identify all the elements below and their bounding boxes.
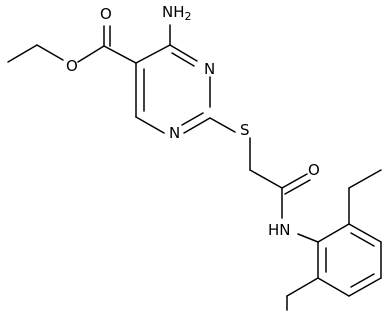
- bond-ar-c5-c6: [317, 277, 350, 297]
- svg-text:NH2: NH2: [162, 3, 192, 23]
- atom-label-ester-carbonyl-o: O: [100, 5, 112, 23]
- thioacetamide-linker: [209, 117, 319, 243]
- bond-ring-c2-n1-inner: [181, 112, 204, 126]
- bond-ar-c4-c5: [348, 277, 382, 297]
- bond-ring-c2-n1: [183, 117, 211, 134]
- ethyl-ester-group: [7, 25, 137, 64]
- atom-label-amide-nh: HN: [268, 221, 291, 239]
- bond-ar-c1-c2: [317, 223, 350, 243]
- bond-ring-c4-n3: [169, 44, 198, 62]
- bond-ar-c2-c3: [348, 223, 382, 243]
- bond-ar-c6-ethyl-ch2: [286, 277, 319, 297]
- bond-ring-c4-n3-inner: [171, 52, 195, 67]
- bond-ar-c4-c5-inner: [350, 273, 375, 288]
- bond-c2-s: [209, 117, 236, 133]
- bond-nh-aryl: [297, 233, 319, 243]
- bond-carbonyl-o-a: [281, 173, 308, 189]
- atom-label-ring-n-bottom: N: [169, 124, 180, 142]
- atom-label-ester-o: O: [66, 57, 78, 75]
- amino-label-subscript: 2: [185, 10, 192, 23]
- atom-label-amino: NH2: [162, 3, 192, 23]
- bond-carbonyl-o-b: [284, 179, 311, 195]
- atom-label-amide-o: O: [308, 161, 320, 179]
- bond-ar-c2-c3-inner: [350, 232, 375, 247]
- atom-label-ring-n-top: N: [204, 60, 215, 78]
- bond-ethyl-ch3-ch2: [7, 44, 38, 63]
- atom-label-thioether-s: S: [240, 121, 250, 139]
- bond-ethyl-ch2-o: [36, 44, 64, 61]
- bond-carbonyl-c-ring: [103, 45, 137, 64]
- bond-ring-n1-c6: [135, 116, 165, 134]
- amino-label-main: NH: [162, 3, 185, 21]
- bond-ring-c5-c4: [135, 44, 171, 64]
- bond-ch2-carbonyl: [249, 169, 283, 189]
- diethylphenyl-ring: [317, 223, 382, 297]
- bond-o-carbonyl-c: [77, 45, 105, 63]
- aryl-ethyl-groups: [286, 169, 382, 311]
- pyrimidine-ring: [135, 44, 211, 134]
- bond-ar-c2-ethyl-ch3: [348, 169, 382, 189]
